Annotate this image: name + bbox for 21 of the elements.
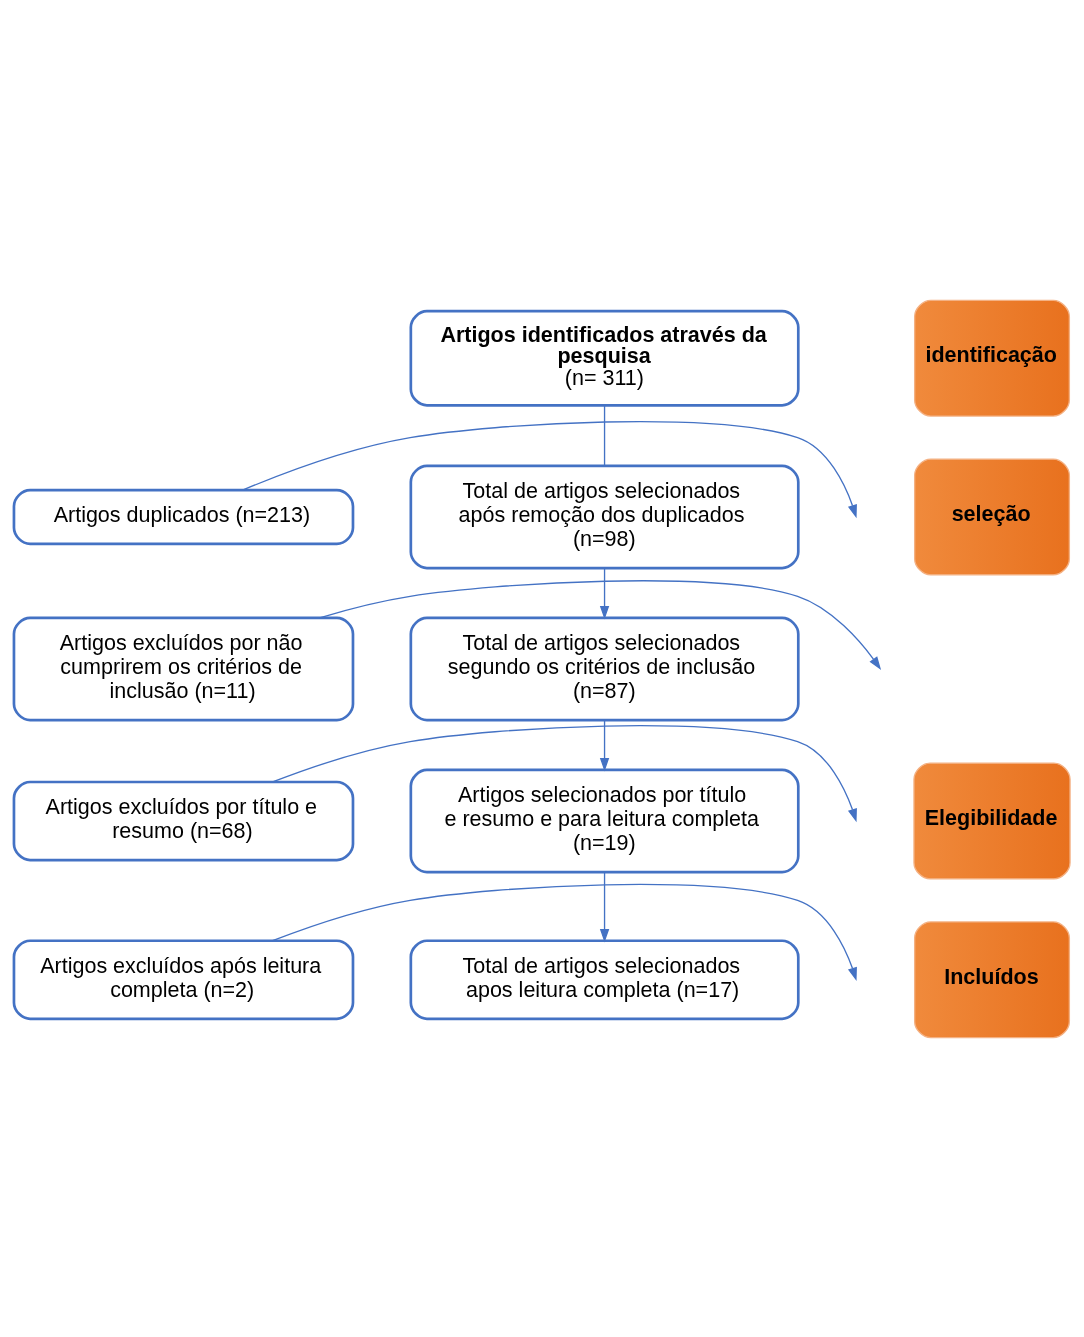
node-box: Artigos excluídos por não cumprirem os critérios de inclusão (n=11) — [12, 616, 355, 721]
arrow — [599, 871, 610, 942]
arrow — [271, 883, 857, 981]
node-box: Artigos duplicados (n=213) — [12, 488, 355, 545]
arrow — [599, 567, 610, 619]
arrow — [271, 724, 857, 822]
node-box: seleção — [913, 457, 1071, 575]
node-box: Artigos identificados através da pesquisa (n= 311) — [409, 309, 800, 407]
node-box: Total de artigos selecionados segundo os critérios de inclusão (n=87) — [409, 616, 800, 721]
node-box: Incluídos — [913, 920, 1071, 1038]
node-box: Elegibilidade — [913, 762, 1071, 880]
node-box: Total de artigos selecionados após remoção dos duplicados (n=98) — [409, 464, 800, 569]
node-box: Artigos excluídos por título e resumo (n=68) — [12, 780, 355, 861]
node-box: identificação — [913, 299, 1071, 417]
connector — [603, 404, 606, 466]
node-box: Artigos excluídos após leitura completa (n=2) — [12, 938, 355, 1020]
arrow — [242, 420, 857, 518]
arrow — [599, 719, 610, 771]
node-box: Total de artigos selecionados apos leitura completa (n=17) — [409, 938, 800, 1020]
node-box: Artigos selecionados por título e resumo e para leitura completa (n=19) — [409, 768, 800, 873]
arrow — [319, 579, 882, 670]
